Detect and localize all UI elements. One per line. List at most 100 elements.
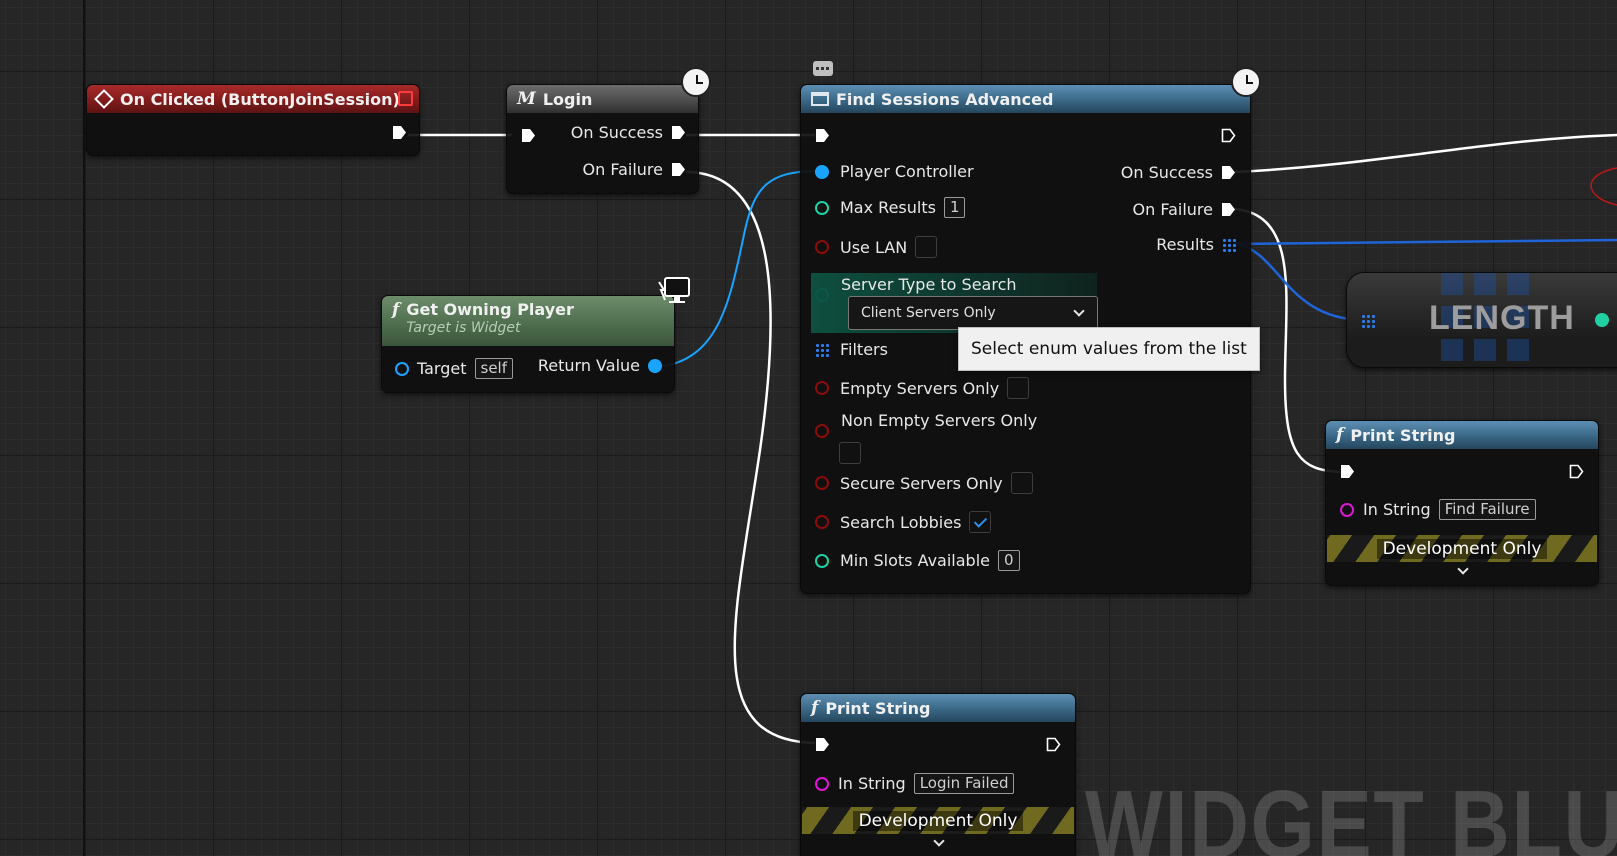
return-value-pin-icon[interactable] <box>648 358 662 373</box>
exec-in-pin-icon[interactable] <box>1340 464 1355 479</box>
player-controller-pin-icon[interactable] <box>815 164 829 179</box>
login-on-success-pin[interactable]: On Success <box>571 123 686 142</box>
filters-pin[interactable]: Filters <box>815 340 888 359</box>
server-type-pin-icon[interactable] <box>815 288 829 302</box>
use-lan-pin[interactable]: Use LAN <box>815 236 938 258</box>
search-lobbies-pin[interactable]: Search Lobbies <box>815 511 992 533</box>
results-pin[interactable]: Results <box>1156 235 1236 254</box>
use-lan-pin-icon[interactable] <box>815 240 829 254</box>
print-bottom-in-string-pin[interactable]: In String Login Failed <box>815 773 1015 794</box>
exec-out-pin-icon[interactable] <box>392 125 407 140</box>
graph-origin-line <box>83 0 85 856</box>
expand-chevron-icon[interactable] <box>1457 563 1469 575</box>
non-empty-servers-pin-icon[interactable] <box>815 424 829 438</box>
in-string-pin-icon[interactable] <box>815 776 829 791</box>
find-on-success-pin[interactable]: On Success <box>1121 163 1236 182</box>
use-lan-checkbox[interactable] <box>915 236 938 258</box>
server-type-pin[interactable] <box>815 288 829 302</box>
non-empty-servers-pin-row[interactable] <box>815 424 829 438</box>
filters-label: Filters <box>840 340 888 359</box>
secure-servers-checkbox[interactable] <box>1010 472 1033 494</box>
exec-out-pin-icon[interactable] <box>671 162 686 177</box>
login-on-failure-pin[interactable]: On Failure <box>583 160 686 179</box>
offscreen-red-wire <box>1590 167 1617 206</box>
development-only-bar: Development Only <box>1327 535 1597 562</box>
empty-servers-label: Empty Servers Only <box>840 378 1000 398</box>
target-value[interactable]: self <box>474 358 513 379</box>
min-slots-pin[interactable]: Min Slots Available 0 <box>815 550 1020 571</box>
non-empty-servers-label-row: Non Empty Servers Only <box>841 411 1037 430</box>
on-clicked-title: On Clicked (ButtonJoinSession) <box>120 89 400 109</box>
expand-chevron-icon[interactable] <box>933 835 945 847</box>
object-wire-owning-player <box>657 170 816 368</box>
exec-out-pin-icon[interactable] <box>671 125 686 140</box>
print-right-exec-out[interactable] <box>1569 464 1584 479</box>
exec-out-pin-icon[interactable] <box>1221 128 1236 143</box>
get-owning-player-node[interactable]: f Get Owning Player Target is Widget Tar… <box>381 295 675 393</box>
exec-out-pin-icon[interactable] <box>1046 737 1061 752</box>
get-owning-player-title: Get Owning Player <box>406 300 574 319</box>
array-pin-icon[interactable] <box>1361 314 1375 328</box>
return-value-label: Return Value <box>537 356 640 375</box>
array-pin-icon[interactable] <box>815 342 829 357</box>
player-controller-pin[interactable]: Player Controller <box>815 162 974 181</box>
exec-in-pin-icon[interactable] <box>521 128 536 143</box>
exec-out-pin-icon[interactable] <box>1221 165 1236 180</box>
target-label: Target <box>417 359 467 378</box>
server-type-dropdown[interactable]: Client Servers Only <box>848 296 1098 330</box>
max-results-pin[interactable]: Max Results 1 <box>815 197 966 218</box>
print-bottom-in-string-value[interactable]: Login Failed <box>913 773 1015 794</box>
min-slots-value[interactable]: 0 <box>997 550 1020 571</box>
print-right-in-string-value[interactable]: Find Failure <box>1438 499 1536 520</box>
in-string-pin-icon[interactable] <box>1340 502 1354 517</box>
comment-bubble-icon <box>813 61 833 76</box>
find-sessions-header: Find Sessions Advanced <box>801 85 1250 113</box>
non-empty-servers-checkbox[interactable] <box>839 442 861 464</box>
empty-servers-pin-icon[interactable] <box>815 381 829 395</box>
login-macro-node[interactable]: M Login On Success On Failure <box>506 84 699 194</box>
latent-function-icon <box>811 92 829 106</box>
length-node[interactable]: LENGTH <box>1346 272 1617 369</box>
print-bottom-exec-in[interactable] <box>815 737 830 752</box>
secure-servers-pin[interactable]: Secure Servers Only <box>815 472 1033 494</box>
empty-servers-checkbox[interactable] <box>1007 377 1030 399</box>
login-exec-in[interactable] <box>521 128 536 143</box>
development-only-label: Development Only <box>852 810 1024 831</box>
print-string-login-failed-node[interactable]: f Print String In String Login Failed De… <box>800 693 1076 856</box>
secure-servers-pin-icon[interactable] <box>815 476 829 490</box>
min-slots-label: Min Slots Available <box>840 551 990 570</box>
length-output-pin-icon[interactable] <box>1595 313 1609 327</box>
latent-clock-icon <box>681 67 711 97</box>
search-lobbies-checkbox[interactable] <box>969 511 992 533</box>
target-pin-icon[interactable] <box>395 361 409 376</box>
length-array-watermark-icon <box>1441 273 1529 369</box>
exec-out-pin-icon[interactable] <box>1569 464 1584 479</box>
min-slots-pin-icon[interactable] <box>815 553 829 568</box>
return-value-pin[interactable]: Return Value <box>538 356 662 375</box>
empty-servers-pin[interactable]: Empty Servers Only <box>815 377 1030 399</box>
exec-in-pin-icon[interactable] <box>815 128 830 143</box>
max-results-value[interactable]: 1 <box>943 197 966 218</box>
print-string-find-failure-node[interactable]: f Print String In String Find Failure De… <box>1325 420 1599 586</box>
search-lobbies-pin-icon[interactable] <box>815 515 829 529</box>
print-right-in-string-pin[interactable]: In String Find Failure <box>1340 499 1536 520</box>
print-right-exec-in[interactable] <box>1340 464 1355 479</box>
find-on-failure-pin[interactable]: On Failure <box>1133 200 1236 219</box>
array-pin-icon[interactable] <box>1222 237 1236 252</box>
find-on-success-label: On Success <box>1120 163 1213 182</box>
exec-out-pin-icon[interactable] <box>1221 202 1236 217</box>
exec-in-pin-icon[interactable] <box>815 737 830 752</box>
find-sessions-exec-in[interactable] <box>815 128 830 143</box>
on-clicked-exec-out[interactable] <box>392 125 407 140</box>
target-pin[interactable]: Target self <box>395 358 513 379</box>
print-bottom-exec-out[interactable] <box>1046 737 1061 752</box>
find-sessions-exec-out[interactable] <box>1221 128 1236 143</box>
max-results-label: Max Results <box>840 198 936 217</box>
secure-servers-label: Secure Servers Only <box>840 473 1003 493</box>
output-delegate-icon[interactable] <box>398 91 413 106</box>
max-results-pin-icon[interactable] <box>815 200 829 215</box>
on-clicked-event-node[interactable]: On Clicked (ButtonJoinSession) <box>86 84 420 156</box>
event-icon <box>94 89 114 109</box>
server-type-value: Client Servers Only <box>861 305 996 321</box>
